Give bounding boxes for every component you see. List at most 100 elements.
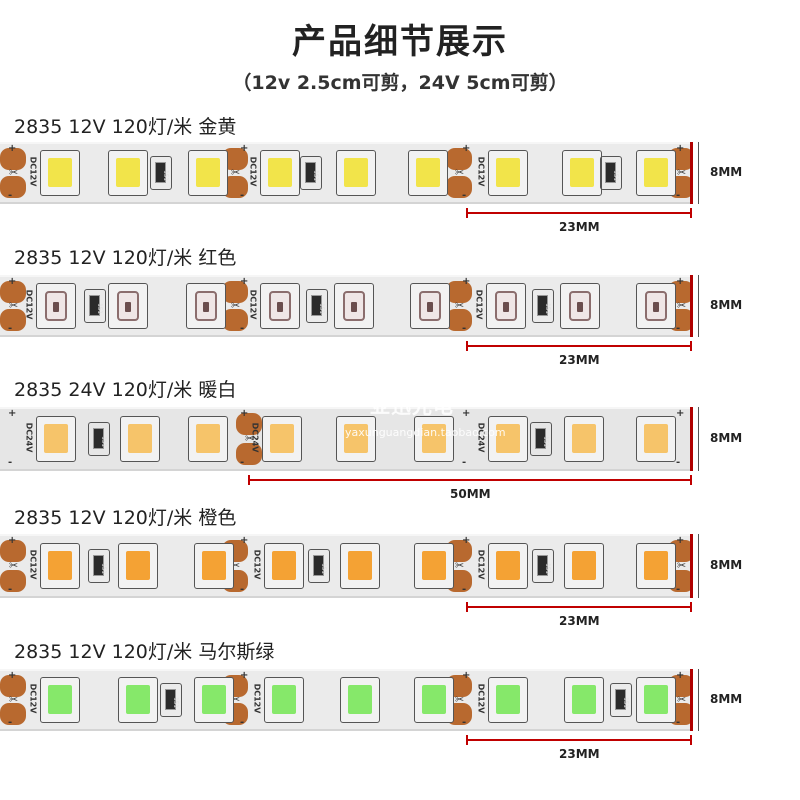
- solder-pad: [446, 309, 472, 331]
- minus-sign: -: [240, 457, 245, 468]
- plus-sign: +: [462, 408, 471, 419]
- resistor-marking: 151: [541, 436, 549, 447]
- resistor-marking: 151: [99, 563, 107, 574]
- minus-sign: -: [8, 457, 13, 468]
- cut-end-marker: [690, 534, 693, 598]
- resistor-marking: 151: [621, 697, 629, 708]
- cut-length-label: 23MM: [559, 220, 600, 234]
- dimension-tick: [466, 602, 468, 612]
- led-chip: [488, 543, 528, 589]
- minus-sign: -: [462, 717, 467, 728]
- cut-length-line: [466, 606, 692, 608]
- led-chip: [636, 677, 676, 723]
- led-chip: [408, 150, 448, 196]
- led-chip: [118, 543, 158, 589]
- minus-sign: -: [676, 584, 681, 595]
- led-chip: [564, 543, 604, 589]
- width-label: 8MM: [710, 165, 743, 179]
- width-dimension-line: [698, 534, 699, 598]
- voltage-marking: DC12V: [476, 156, 486, 187]
- cut-end-marker: [690, 142, 693, 204]
- led-chip: [340, 543, 380, 589]
- strip-label: 2835 12V 120灯/米 红色: [14, 247, 237, 269]
- resistor-marking: 151: [95, 303, 103, 314]
- cut-end-marker: [690, 275, 693, 337]
- solder-pad: [446, 148, 472, 170]
- page-title: 产品细节展示: [292, 22, 508, 62]
- minus-sign: -: [676, 457, 681, 468]
- resistor: 151: [160, 683, 182, 717]
- solder-pad: [222, 176, 248, 198]
- led-chip: [188, 416, 228, 462]
- plus-sign: +: [676, 143, 685, 154]
- led-chip: [336, 416, 376, 462]
- voltage-marking: DC12V: [476, 683, 486, 714]
- minus-sign: -: [240, 190, 245, 201]
- resistor: 151: [610, 683, 632, 717]
- minus-sign: -: [240, 323, 245, 334]
- resistor-marking: 151: [311, 170, 319, 181]
- led-chip: [564, 677, 604, 723]
- minus-sign: -: [462, 457, 467, 468]
- cut-length-label: 23MM: [559, 614, 600, 628]
- dimension-tick: [466, 341, 468, 351]
- plus-sign: +: [240, 276, 249, 287]
- plus-sign: +: [240, 535, 249, 546]
- width-label: 8MM: [710, 298, 743, 312]
- resistor: 151: [150, 156, 172, 190]
- scissors-icon: ✂: [455, 693, 465, 706]
- led-chip: [560, 283, 600, 329]
- minus-sign: -: [8, 717, 13, 728]
- minus-sign: -: [240, 584, 245, 595]
- voltage-marking: DC12V: [28, 156, 38, 187]
- cut-length-label: 50MM: [450, 487, 491, 501]
- led-chip: [414, 677, 454, 723]
- led-chip: [36, 283, 76, 329]
- resistor: 151: [84, 289, 106, 323]
- led-chip: [636, 416, 676, 462]
- minus-sign: -: [462, 584, 467, 595]
- resistor: 151: [306, 289, 328, 323]
- scissors-icon: ✂: [231, 559, 241, 572]
- led-chip: [260, 150, 300, 196]
- scissors-icon: ✂: [231, 299, 241, 312]
- plus-sign: +: [462, 276, 471, 287]
- scissors-icon: ✂: [677, 559, 687, 572]
- width-dimension-line: [698, 142, 699, 204]
- led-chip: [186, 283, 226, 329]
- minus-sign: -: [676, 717, 681, 728]
- dimension-tick: [466, 208, 468, 218]
- solder-pad: [236, 443, 262, 465]
- resistor: 151: [308, 549, 330, 583]
- led-chip: [410, 283, 450, 329]
- resistor: 151: [600, 156, 622, 190]
- resistor-marking: 151: [161, 170, 169, 181]
- solder-pad: [0, 540, 26, 562]
- voltage-marking: DC12V: [28, 549, 38, 580]
- scissors-icon: ✂: [9, 166, 19, 179]
- dimension-tick: [690, 208, 692, 218]
- led-chip: [40, 677, 80, 723]
- resistor-marking: 151: [611, 170, 619, 181]
- led-chip: [414, 543, 454, 589]
- scissors-icon: ✂: [455, 166, 465, 179]
- led-chip: [636, 283, 676, 329]
- resistor-marking: 151: [319, 563, 327, 574]
- plus-sign: +: [8, 408, 17, 419]
- voltage-marking: DC12V: [248, 156, 258, 187]
- width-label: 8MM: [710, 431, 743, 445]
- scissors-icon: ✂: [677, 693, 687, 706]
- minus-sign: -: [240, 717, 245, 728]
- minus-sign: -: [676, 323, 681, 334]
- page-subtitle: （12v 2.5cm可剪，24V 5cm可剪）: [232, 72, 568, 94]
- cut-length-label: 23MM: [559, 747, 600, 761]
- cut-end-marker: [690, 407, 693, 471]
- minus-sign: -: [8, 584, 13, 595]
- width-dimension-line: [698, 407, 699, 471]
